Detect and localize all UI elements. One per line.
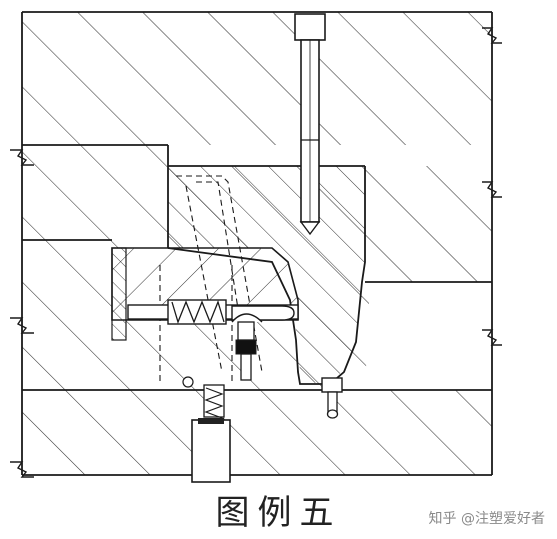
figure-caption: 图例五: [215, 493, 342, 533]
horizontal-spring-pin: [127, 299, 299, 325]
lock-pin-assembly: [231, 313, 263, 381]
right-stop-pin: [321, 377, 343, 419]
bottom-core-plate: [22, 390, 492, 475]
slider-outline: [167, 166, 366, 385]
watermark-text: 知乎 @注塑爱好者: [428, 511, 545, 527]
bottom-spring-ejector: [182, 376, 231, 483]
right-side-plate: [492, 282, 502, 390]
top-clamp-plate: [22, 12, 492, 145]
vertical-screw: [294, 13, 326, 236]
product-part: [111, 247, 299, 341]
break-marks: [10, 27, 502, 478]
